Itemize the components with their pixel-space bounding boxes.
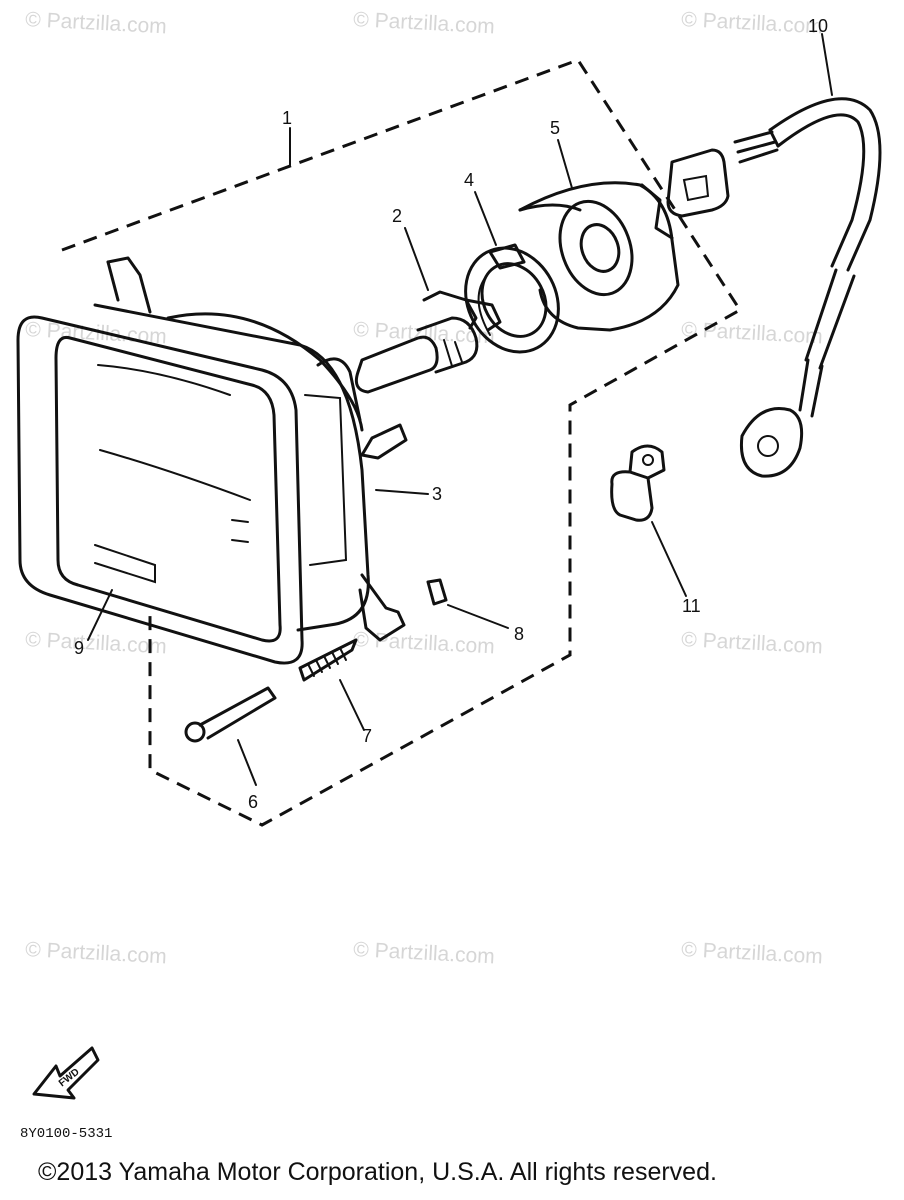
- callout-3: 3: [432, 484, 442, 504]
- bulb-retainer-ring: [464, 243, 560, 354]
- socket-cover: [518, 181, 680, 332]
- adjusting-screw: [184, 686, 277, 743]
- assembly-outline: [61, 58, 743, 827]
- spring: [298, 638, 358, 682]
- copyright-notice: ©2013 Yamaha Motor Corporation, U.S.A. A…: [38, 1158, 717, 1186]
- callout-9: 9: [74, 638, 84, 658]
- leader-lines: [87, 33, 833, 786]
- wire-harness: [666, 97, 882, 478]
- fwd-arrow-icon: FWD: [32, 1046, 100, 1100]
- fwd-label: FWD: [57, 1067, 82, 1090]
- callout-10: 10: [808, 16, 828, 36]
- headlight-unit: [93, 256, 408, 642]
- nut: [426, 578, 448, 606]
- diagram-code: 8Y0100-5331: [20, 1126, 113, 1142]
- cable-clamp: [610, 444, 666, 522]
- callout-8: 8: [514, 624, 524, 644]
- callout-2: 2: [392, 206, 402, 226]
- callout-1: 1: [282, 108, 292, 128]
- callout-6: 6: [248, 792, 258, 812]
- callout-4: 4: [464, 170, 474, 190]
- callout-7: 7: [362, 726, 372, 746]
- callout-5: 5: [550, 118, 560, 138]
- headlight-rim: [16, 315, 304, 665]
- callout-11: 11: [682, 596, 701, 616]
